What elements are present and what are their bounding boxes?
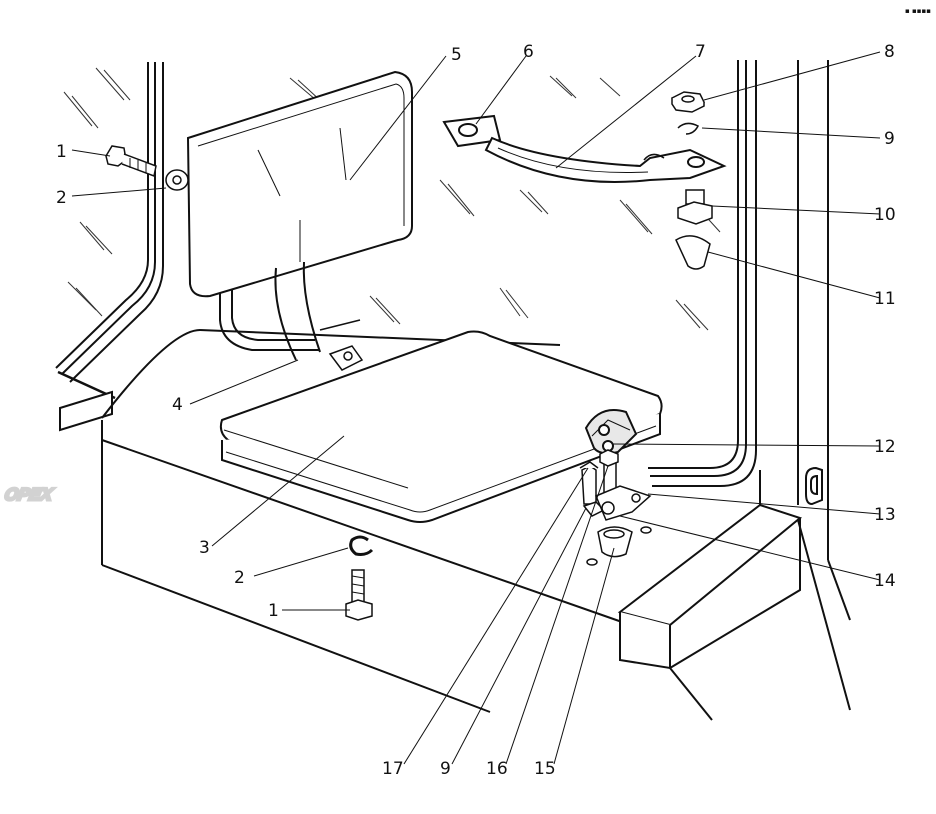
leader-lines <box>71 51 881 765</box>
label-17: 17 <box>382 759 404 779</box>
strap <box>442 114 727 183</box>
label-14: 14 <box>874 571 896 591</box>
hardware-left-bottom <box>345 535 374 621</box>
label-10: 10 <box>874 205 896 225</box>
label-15: 15 <box>534 759 556 779</box>
corner-mark: ▪ ▪▪▪▪ <box>905 7 931 15</box>
hardware-top <box>670 91 713 270</box>
label-16: 16 <box>486 759 508 779</box>
part-labels: 1 2 5 6 7 8 9 10 11 4 12 13 14 3 2 1 17 … <box>56 42 896 779</box>
hardware-left-top <box>105 145 189 191</box>
label-5: 5 <box>451 45 462 65</box>
backrest <box>186 70 413 361</box>
label-2-bottom: 2 <box>234 568 245 588</box>
seat-cushion <box>219 330 663 523</box>
label-13: 13 <box>874 505 896 525</box>
label-3: 3 <box>199 538 210 558</box>
rear-hinge <box>319 319 364 371</box>
label-9-bottom: 9 <box>440 759 451 779</box>
watermark-text: OPEX <box>3 484 56 504</box>
label-2-top: 2 <box>56 188 67 208</box>
label-1-bottom: 1 <box>268 601 279 621</box>
label-1-top: 1 <box>56 142 67 162</box>
label-4: 4 <box>172 395 183 415</box>
label-8: 8 <box>884 42 895 62</box>
cap-11-part <box>675 235 711 270</box>
watermark: OPEX <box>1 483 57 506</box>
label-12: 12 <box>874 437 896 457</box>
label-7: 7 <box>695 42 706 62</box>
glass-reflections <box>63 67 721 331</box>
label-9-top: 9 <box>884 129 895 149</box>
cab-frame <box>55 60 851 721</box>
label-6: 6 <box>523 42 534 62</box>
hardware-bottom <box>579 449 652 566</box>
label-11: 11 <box>874 289 896 309</box>
washer-9-part <box>677 122 700 135</box>
